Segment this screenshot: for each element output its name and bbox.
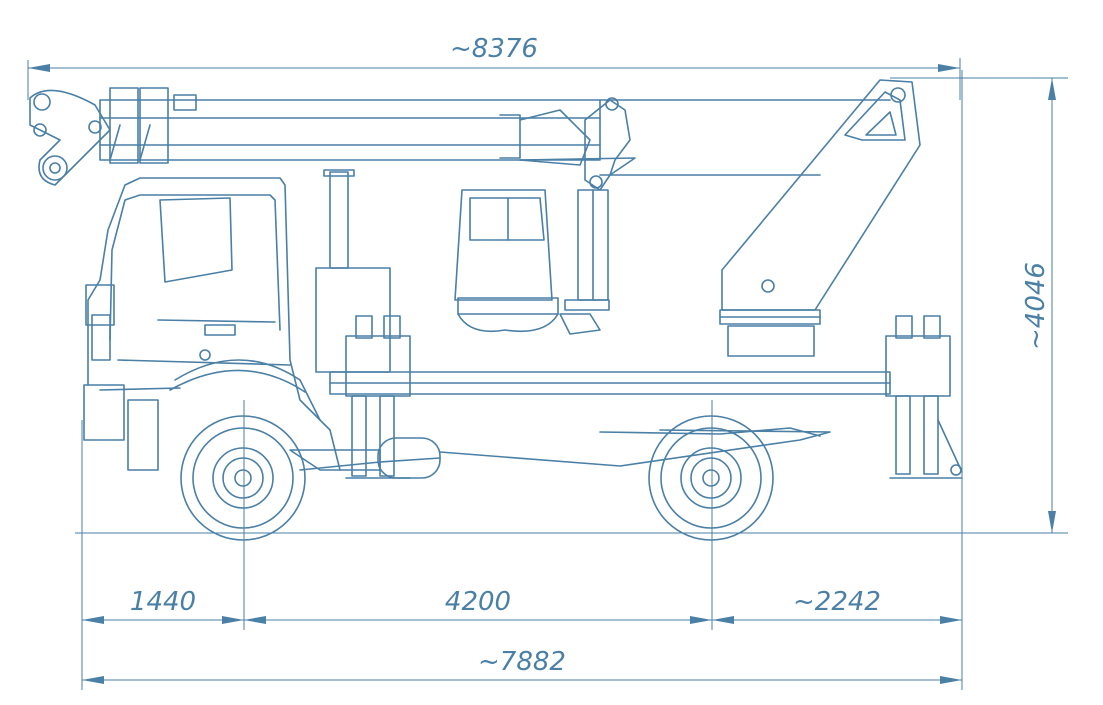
rear-wheel [648,415,774,541]
rear-outriggers [885,315,963,479]
overall-height-label: ~4046 [1021,262,1051,350]
front-wheel [180,415,306,541]
boom-tip-head [29,87,197,186]
overall-length-bottom-label: ~7882 [478,647,566,677]
hydraulic-box [315,169,391,373]
dimension-overall-length-top: ~8376 [27,34,961,100]
lower-boom [721,79,921,311]
dimension-bottom-chain: 1440 4200 ~2242 ~7882 [81,70,963,690]
dimension-overall-height: ~4046 [75,77,1068,534]
front-outriggers [345,315,411,479]
fuel-tank [289,437,441,479]
work-basket [454,189,610,335]
truck-cab [83,177,341,471]
overall-length-top-label: ~8376 [450,34,538,64]
turntable [719,309,821,357]
wheelbase-label: 4200 [445,587,511,617]
chassis-frame [299,371,891,471]
front-overhang-label: 1440 [130,587,196,617]
basket-articulation [519,97,636,301]
rear-overhang-label: ~2242 [793,587,881,617]
upper-boom [99,99,891,176]
